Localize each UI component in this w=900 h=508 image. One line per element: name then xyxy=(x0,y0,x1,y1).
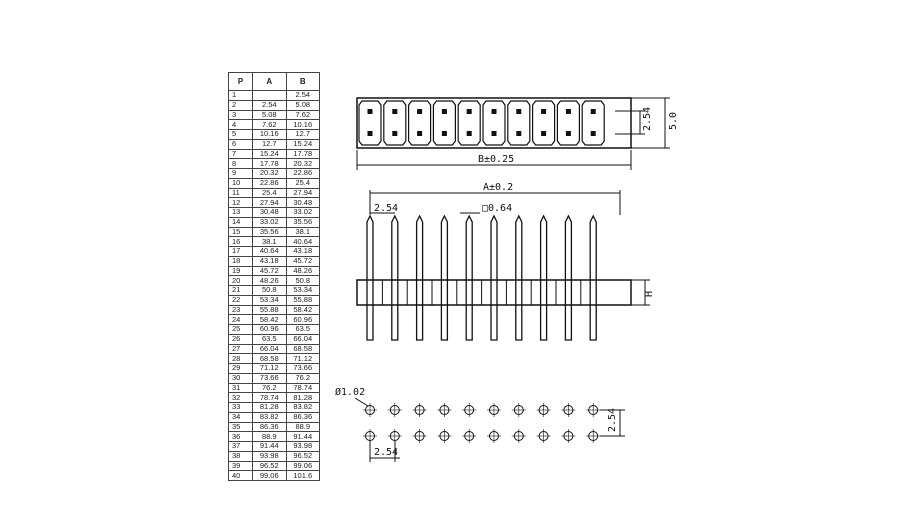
pin xyxy=(564,214,573,341)
footprint-pitch-y-label: 2.54 xyxy=(607,408,618,432)
pin-housing-segment xyxy=(457,100,481,146)
top-length-label: B±0.25 xyxy=(478,154,514,165)
pin xyxy=(415,214,424,341)
pin-square xyxy=(367,131,373,136)
pin-square xyxy=(417,131,423,136)
pin xyxy=(490,214,498,341)
pin-square xyxy=(541,131,547,136)
pin-housing-segment xyxy=(556,100,580,146)
pin-square xyxy=(516,109,522,114)
pin-square xyxy=(516,131,522,136)
pin-housing-segment xyxy=(358,100,382,146)
pin xyxy=(391,214,399,341)
side-length-label: A±0.2 xyxy=(483,182,513,193)
pin-housing-segment xyxy=(482,100,506,146)
top-pitch-label: 2.54 xyxy=(642,107,653,131)
pin-square xyxy=(590,109,596,114)
pin xyxy=(465,214,473,341)
pin xyxy=(366,214,374,341)
side-pitch-label: 2.54 xyxy=(374,203,398,214)
pin-square xyxy=(441,131,447,136)
pin-square xyxy=(565,131,571,136)
table-header-row: P A B xyxy=(228,72,320,91)
pin xyxy=(515,214,523,341)
header-p: P xyxy=(228,72,253,91)
hole-diameter-label: Ø1.02 xyxy=(335,386,365,398)
pin-square xyxy=(491,131,497,136)
pin-housing-segment xyxy=(432,100,456,146)
cell-b: 101.6 xyxy=(285,470,320,481)
header-b: B xyxy=(285,72,320,91)
pin-square xyxy=(392,131,398,136)
pin-square xyxy=(590,131,596,136)
pin-square xyxy=(417,109,423,114)
pin-square xyxy=(466,131,472,136)
pin xyxy=(589,214,597,341)
pin-square xyxy=(466,109,472,114)
side-height-label: H xyxy=(644,291,655,297)
top-view-outline xyxy=(356,97,632,149)
pin-square xyxy=(565,109,571,114)
pin-square xyxy=(491,109,497,114)
leader-line xyxy=(354,397,369,407)
pin-square xyxy=(441,109,447,114)
top-height-label: 5.0 xyxy=(668,112,679,130)
pin-housing-segment xyxy=(408,100,432,146)
pin-housing-segment xyxy=(581,100,605,146)
header-a: A xyxy=(252,72,287,91)
pin xyxy=(539,214,548,341)
footprint-pitch-x-label: 2.54 xyxy=(374,447,398,458)
pin-housing-segment xyxy=(383,100,407,146)
pin-square xyxy=(367,109,373,114)
pin-square xyxy=(392,109,398,114)
pin xyxy=(440,214,449,341)
cell-p: 40 xyxy=(228,470,253,481)
pin-square xyxy=(541,109,547,114)
pin-housing-segment xyxy=(532,100,556,146)
side-view-body xyxy=(356,279,632,306)
side-pin-size-label: □0.64 xyxy=(482,203,512,214)
pin-housing-segment xyxy=(507,100,531,146)
